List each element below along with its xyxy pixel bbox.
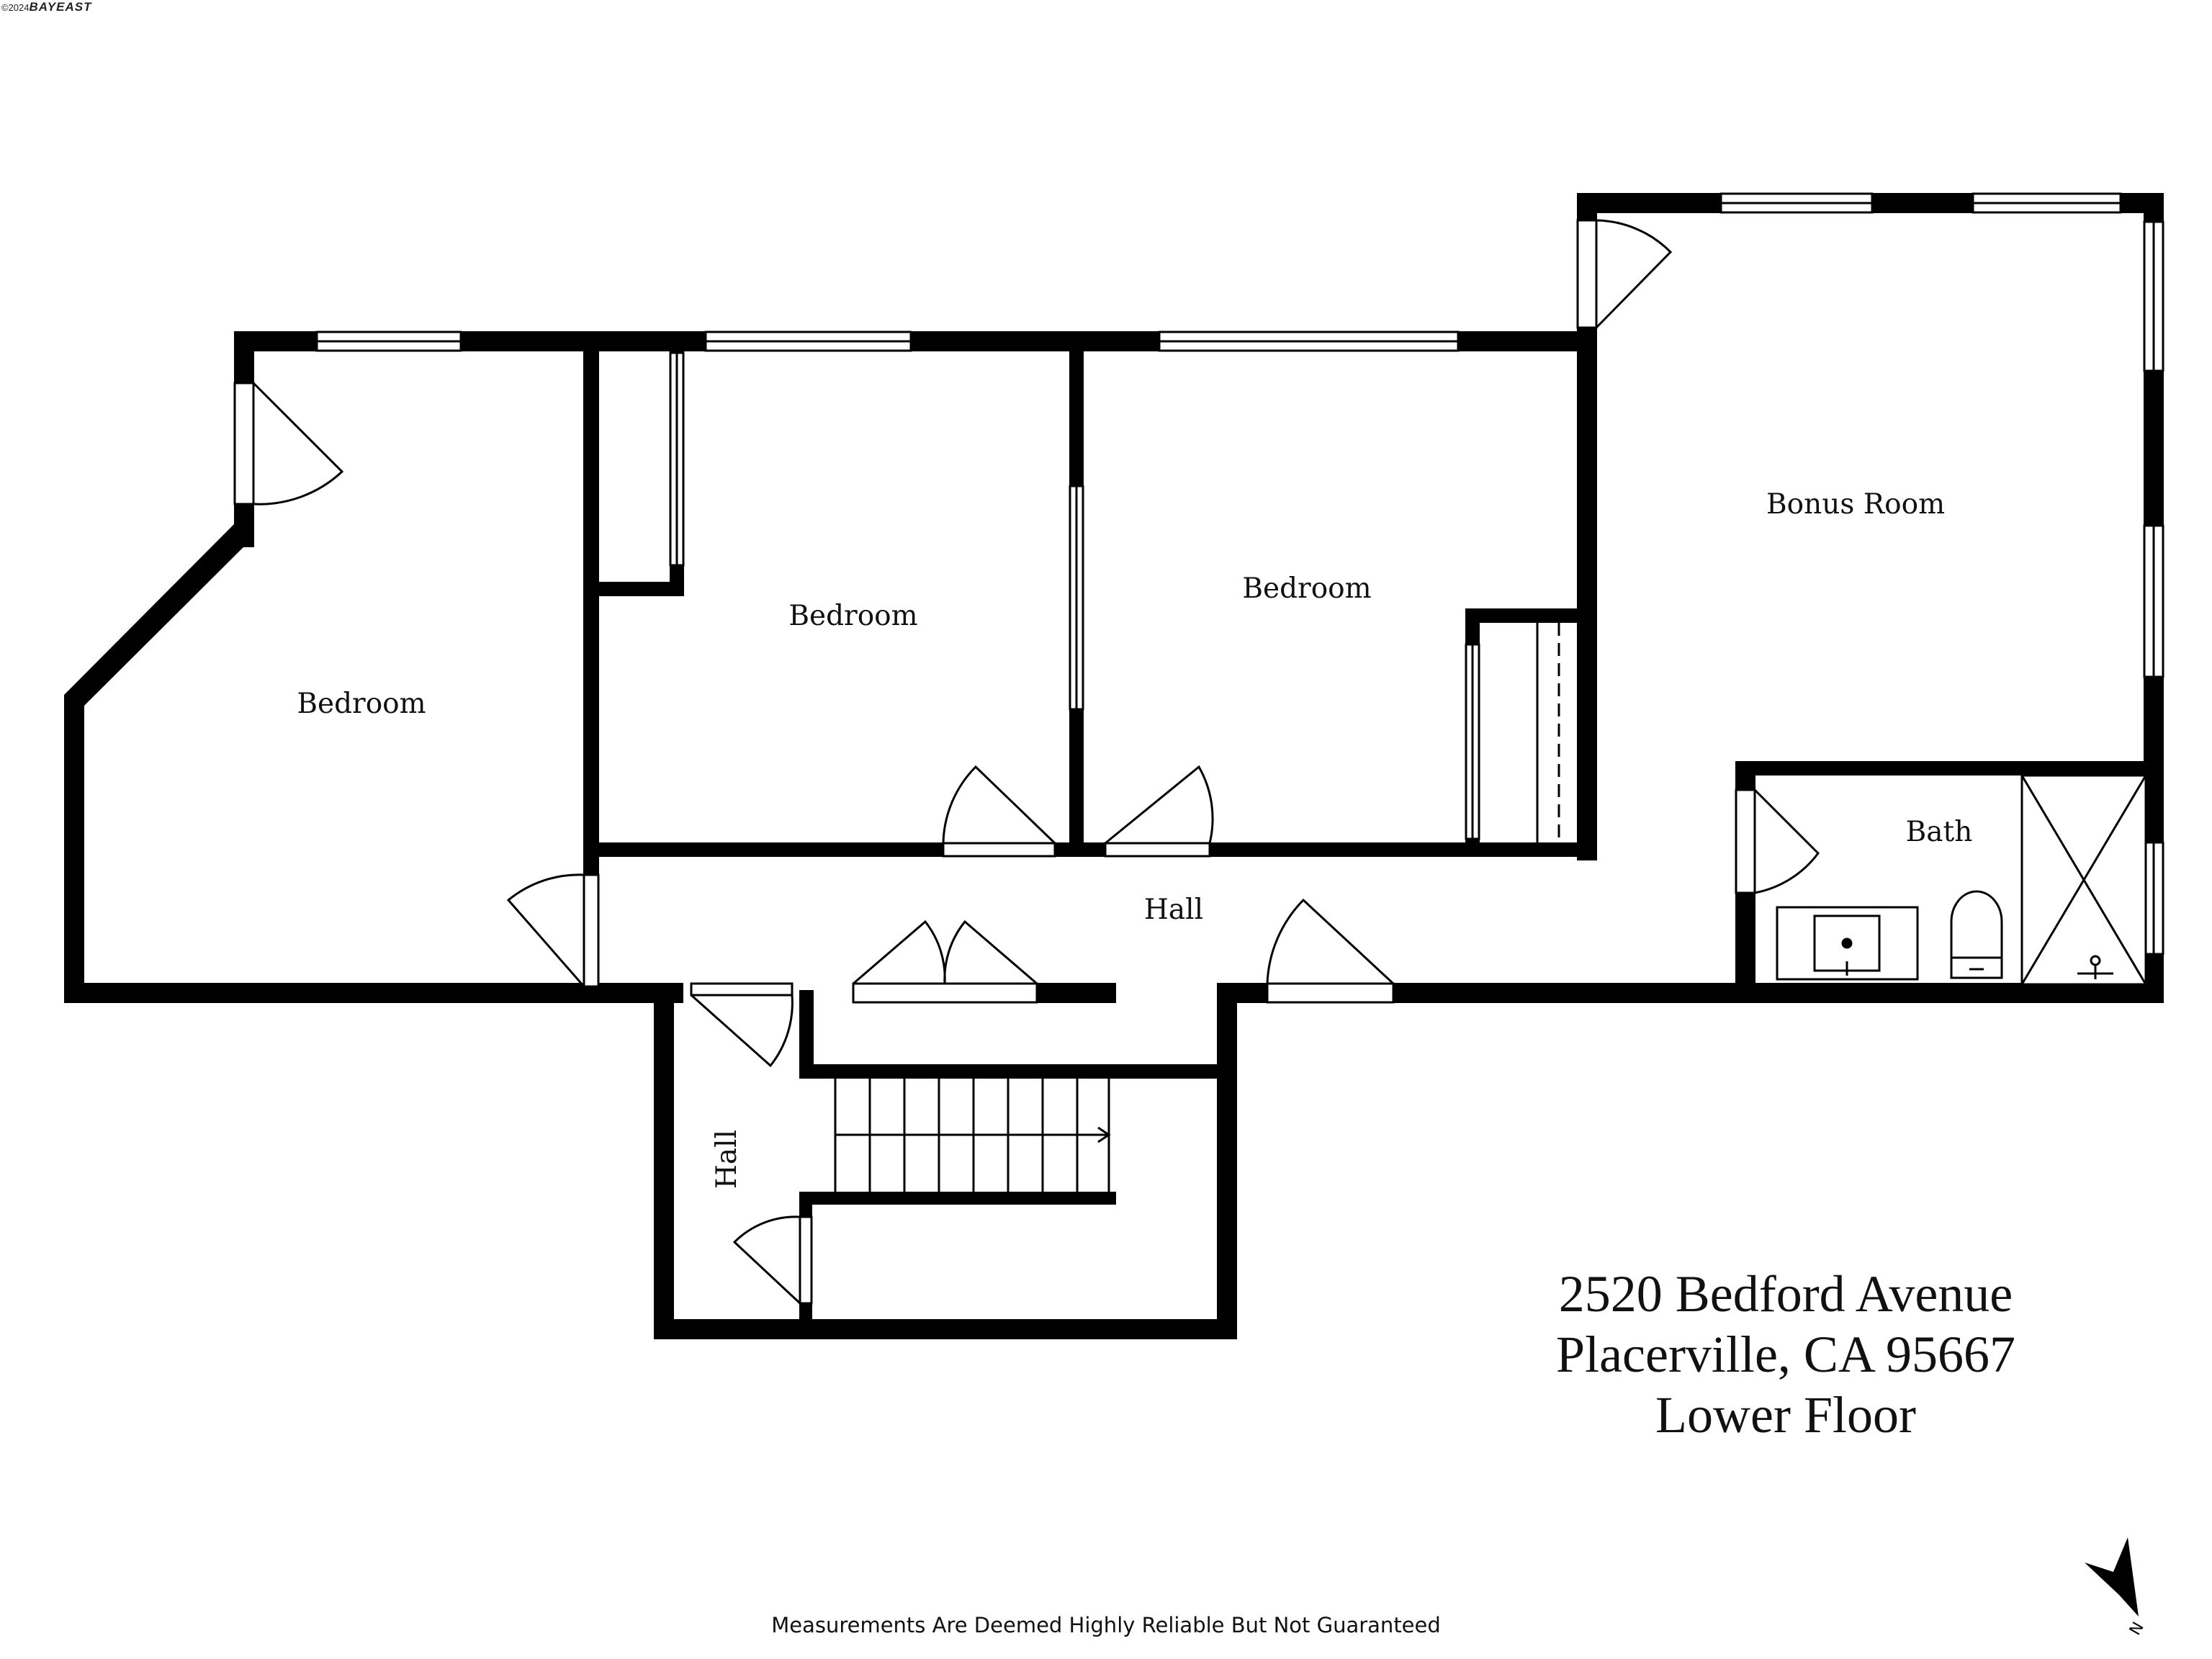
address-city: Placerville, CA 95667: [1556, 1326, 2015, 1383]
closet-shelf: [1536, 623, 1560, 842]
address-floor: Lower Floor: [1655, 1386, 1916, 1444]
bayeast-logo: ©2024BAYEAST: [1, 0, 91, 14]
room-label-bedroom-left: Bedroom: [297, 688, 426, 720]
logo-brand: BAYEAST: [29, 0, 92, 14]
windows: [315, 192, 2164, 956]
property-address-block: 2520 Bedford Avenue Placerville, CA 9566…: [1476, 1264, 2095, 1445]
walls: [64, 193, 2164, 1339]
room-label-bedroom-right: Bedroom: [1242, 572, 1371, 605]
disclaimer-text: Measurements Are Deemed Highly Reliable …: [771, 1613, 1441, 1637]
stairs: [834, 1075, 1111, 1195]
toilet-icon: [1950, 890, 2003, 959]
north-arrow-icon: N: [2085, 1537, 2148, 1639]
doors: [233, 219, 1820, 1305]
room-label-bedroom-middle: Bedroom: [788, 600, 917, 632]
address-street: 2520 Bedford Avenue: [1558, 1265, 2013, 1323]
bath-fixtures: [1776, 774, 2147, 986]
room-label-hall-lower: Hall: [711, 1130, 743, 1189]
logo-copyright: ©2024: [1, 2, 30, 13]
room-label-bonus-room: Bonus Room: [1766, 488, 1945, 521]
room-label-bath: Bath: [1906, 816, 1973, 848]
room-label-hall: Hall: [1144, 894, 1203, 926]
toilet-tank: [1950, 956, 2003, 979]
